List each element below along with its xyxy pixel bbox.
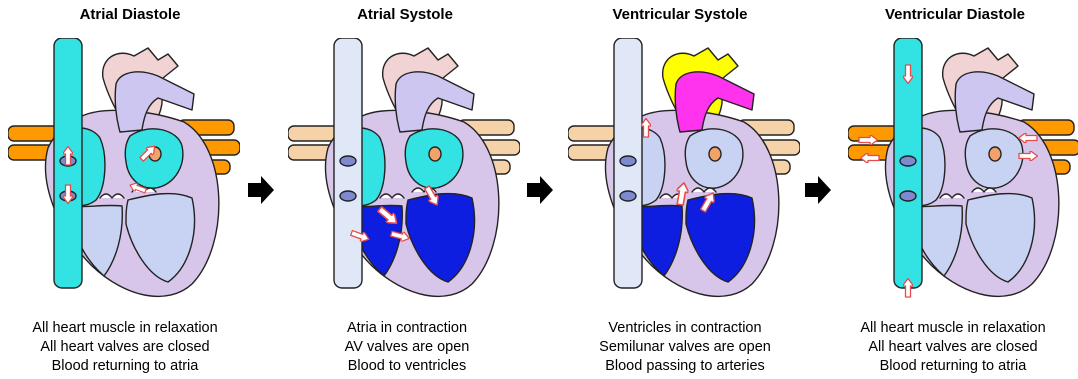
caption-line: Blood passing to arteries [560,357,810,376]
caption-line: Blood returning to atria [0,357,250,376]
heart-diagram-atrial-diastole [8,38,240,300]
step-arrow-icon [805,176,831,204]
caption-atrial-systole: Atria in contraction AV valves are open … [282,319,532,376]
caption-ventricular-systole: Ventricles in contraction Semilunar valv… [560,319,810,376]
panel-title-ventricular-systole: Ventricular Systole [565,6,795,23]
panel-title-ventricular-diastole: Ventricular Diastole [840,6,1070,23]
caption-line: All heart muscle in relaxation [828,319,1078,338]
caption-line: Blood to ventricles [282,357,532,376]
caption-line: Ventricles in contraction [560,319,810,338]
caption-line: Blood returning to atria [828,357,1078,376]
caption-line: All heart muscle in relaxation [0,319,250,338]
heart-diagram-ventricular-diastole [848,38,1078,300]
panel-title-atrial-diastole: Atrial Diastole [15,6,245,23]
caption-line: Semilunar valves are open [560,338,810,357]
caption-atrial-diastole: All heart muscle in relaxation All heart… [0,319,250,376]
caption-line: AV valves are open [282,338,532,357]
caption-line: Atria in contraction [282,319,532,338]
step-arrow-icon [527,176,553,204]
step-arrow-icon [248,176,274,204]
panel-title-atrial-systole: Atrial Systole [290,6,520,23]
heart-diagram-ventricular-systole [568,38,800,300]
caption-ventricular-diastole: All heart muscle in relaxation All heart… [828,319,1078,376]
caption-line: All heart valves are closed [828,338,1078,357]
heart-diagram-atrial-systole [288,38,520,300]
caption-line: All heart valves are closed [0,338,250,357]
